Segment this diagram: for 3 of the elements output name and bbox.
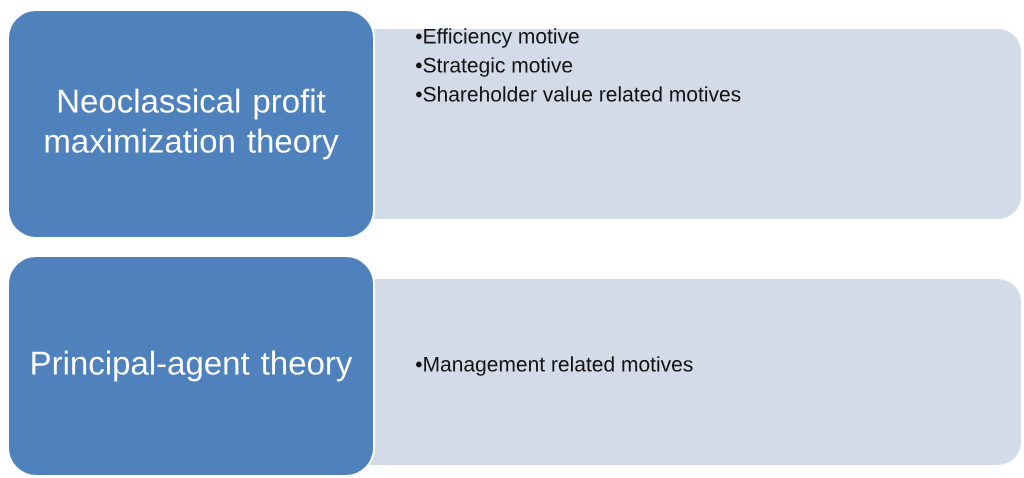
bullet-list-box: •Efficiency motive •Strategic motive •Shareholder value related motives xyxy=(344,27,1023,221)
theory-box: Principal-agent theory xyxy=(7,255,375,477)
theory-box: Neoclassical profit maximization theory xyxy=(7,9,375,239)
